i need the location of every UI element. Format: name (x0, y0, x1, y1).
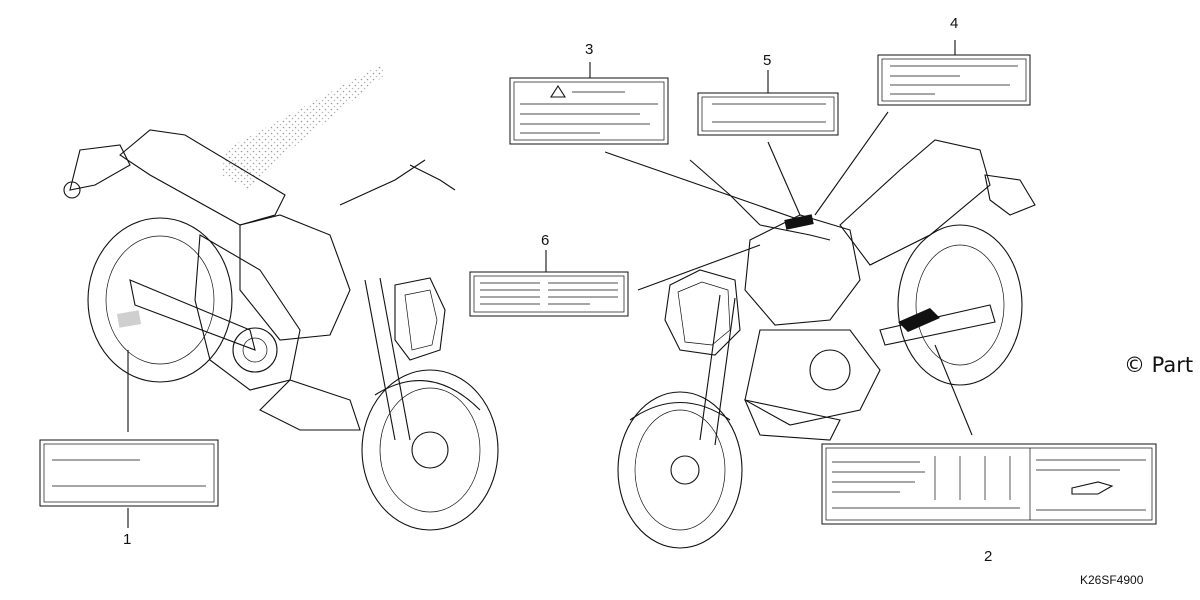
label-3-box (509, 77, 669, 145)
callout-1: 1 (123, 531, 131, 548)
warning-triangle-icon (549, 84, 567, 98)
callout-3: 3 (585, 41, 593, 58)
callout-2: 2 (984, 548, 992, 565)
copyright-watermark: © Part (1124, 353, 1193, 377)
label-4-box (877, 54, 1031, 106)
callout-4: 4 (950, 15, 958, 32)
callout-5: 5 (763, 52, 771, 69)
label-1-box (39, 439, 219, 507)
callout-6: 6 (541, 232, 549, 249)
motorcycle-left-side-view (63, 65, 499, 531)
label-2-box (821, 443, 1157, 525)
diagram-part-code: K26SF4900 (1080, 573, 1144, 587)
label-5-box (697, 92, 839, 136)
leader-lines (127, 40, 973, 528)
motorcycle-right-side-view (617, 139, 1036, 549)
label-6-box (469, 271, 629, 317)
